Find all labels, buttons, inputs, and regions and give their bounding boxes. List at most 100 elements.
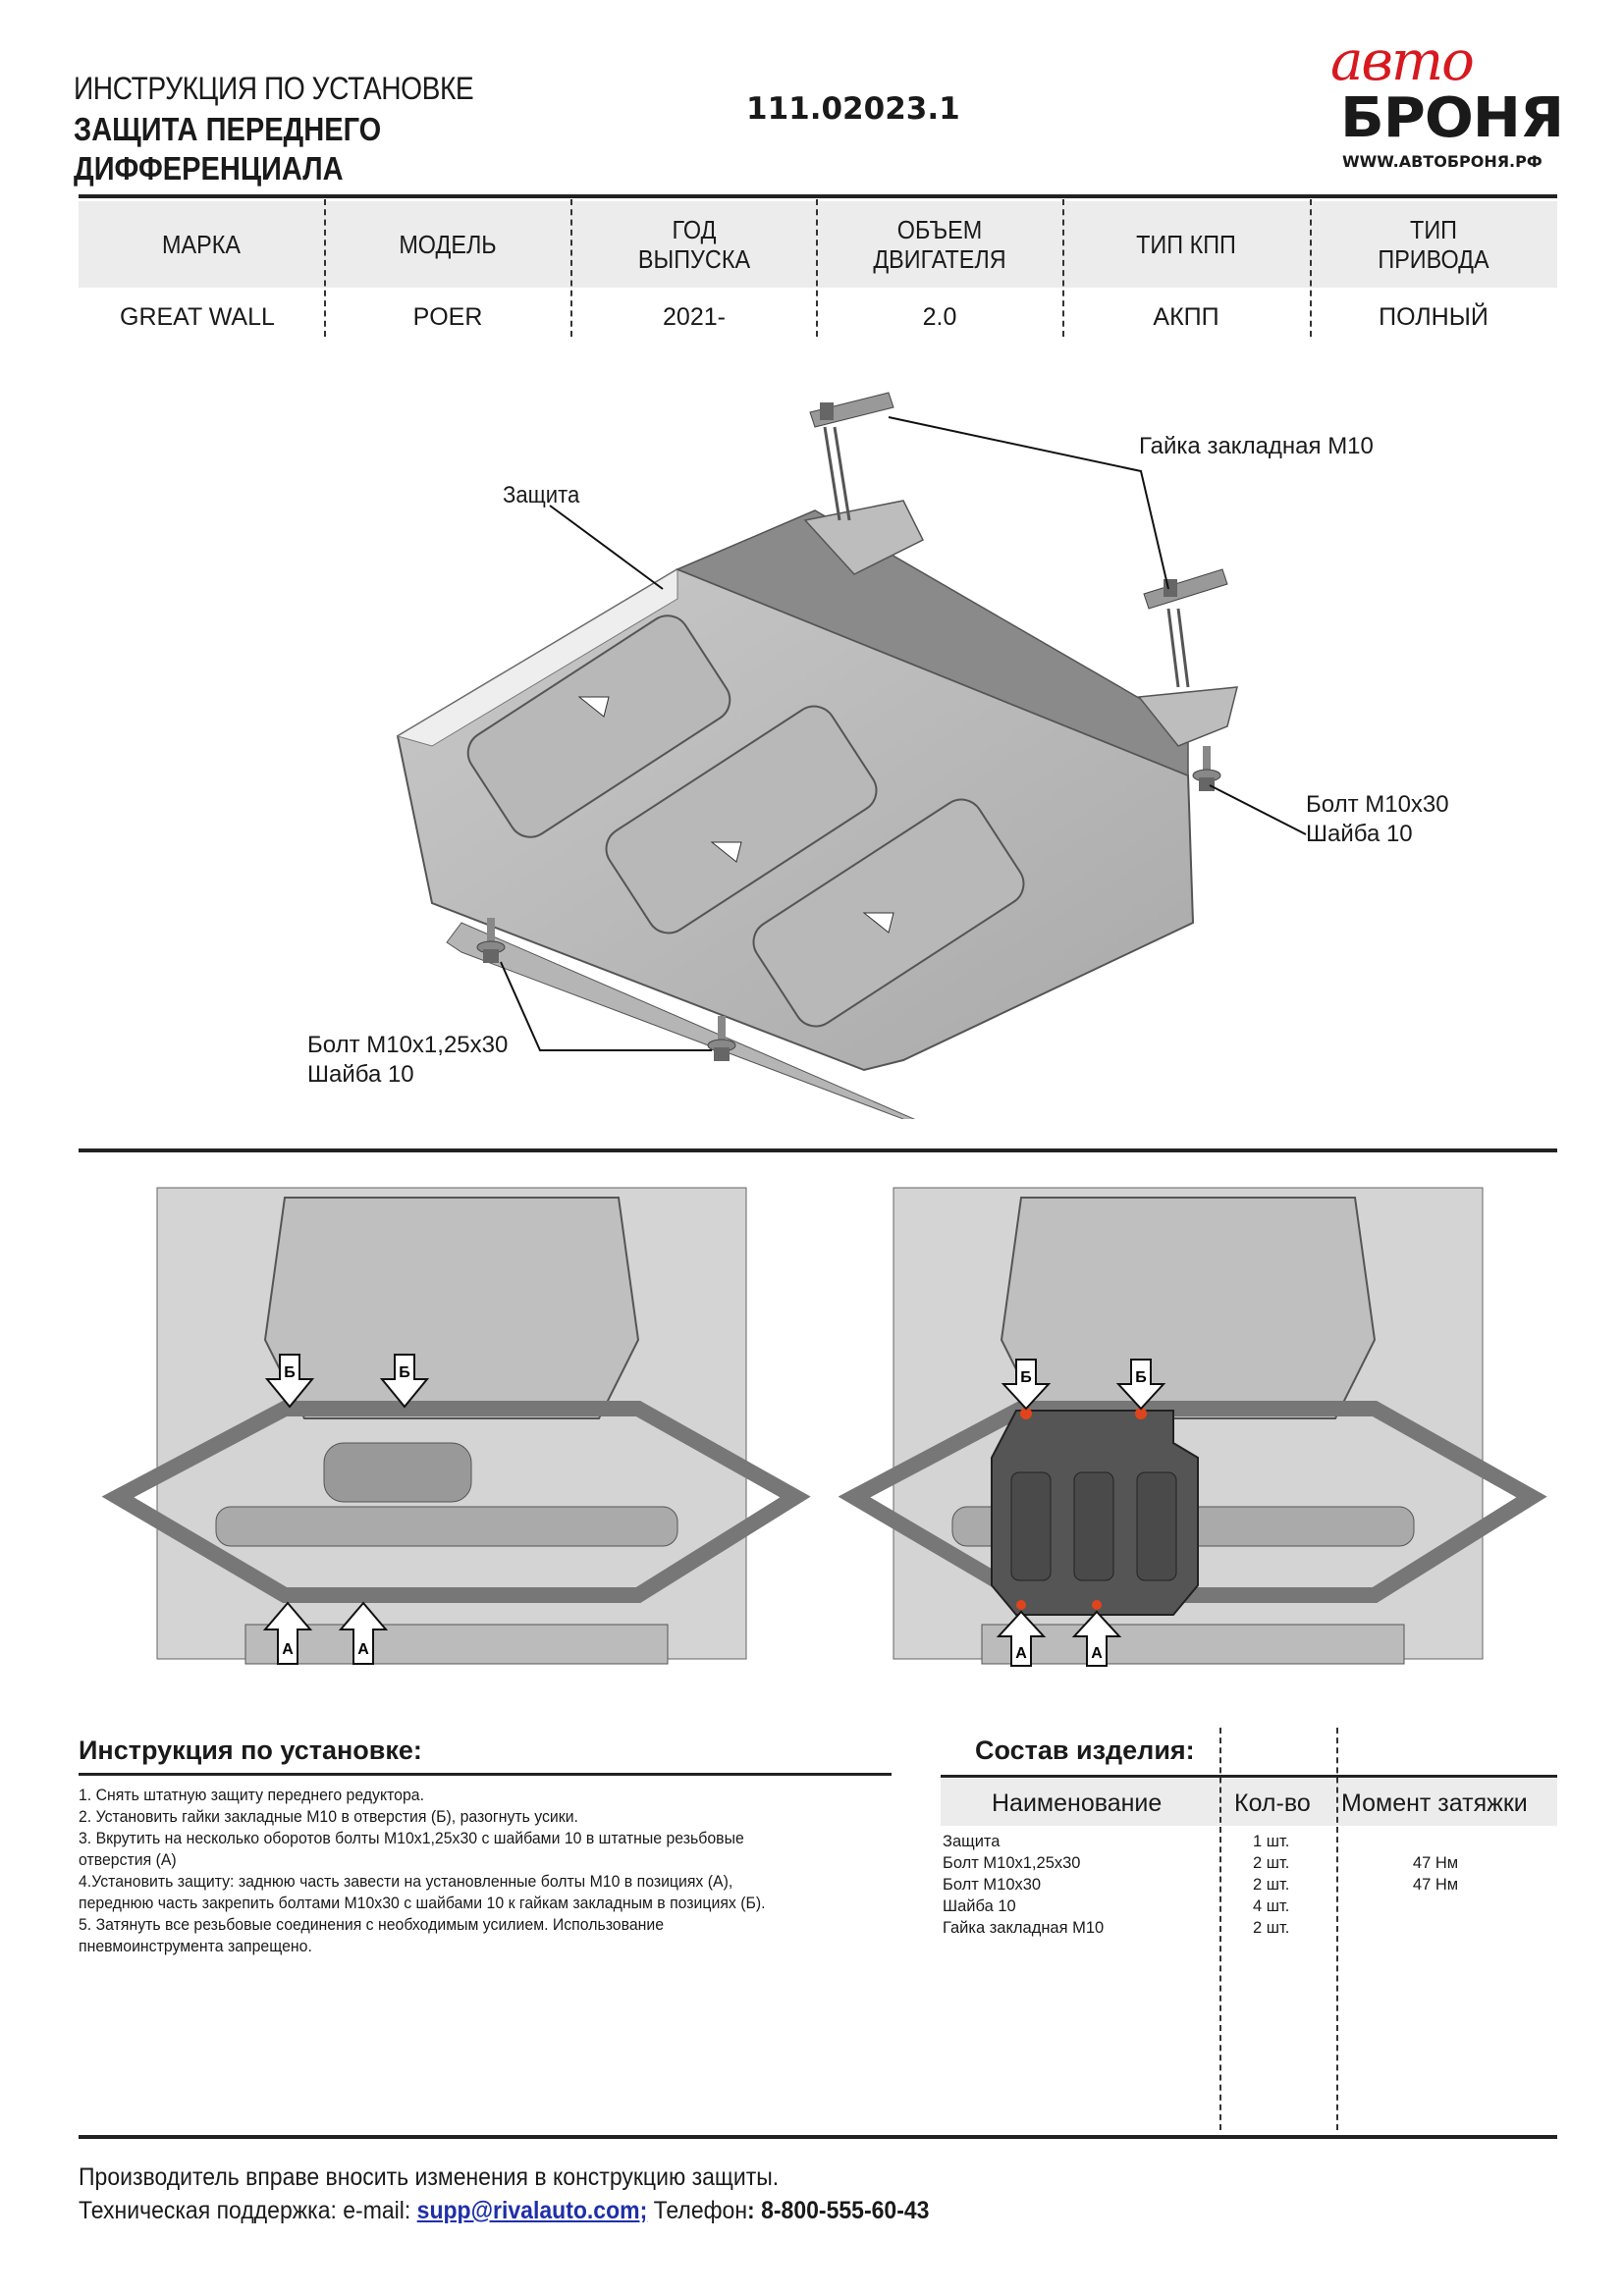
instructions-divider xyxy=(79,1773,892,1776)
composition-row-torque xyxy=(1406,1831,1465,1852)
instruction-step: 1. Снять штатную защиту переднего редукт… xyxy=(79,1787,424,1804)
embedded-nut-2 xyxy=(1143,568,1228,688)
leader-lines xyxy=(500,416,1307,1051)
composition-row-qty: 2 шт. xyxy=(1253,1919,1290,1937)
composition-row-qty: 2 шт. xyxy=(1253,1854,1290,1872)
composition-row-name: Шайба 10 xyxy=(943,1897,1016,1915)
marker-b-left: Б xyxy=(1001,1359,1052,1411)
composition-row-name: Болт М10х30 xyxy=(943,1876,1042,1894)
pocket-left xyxy=(466,614,731,838)
exploded-assembly-diagram xyxy=(396,392,1307,1119)
instruction-step: 5. Затянуть все резьбовые соединения с н… xyxy=(79,1916,665,1955)
marker-a-left: А xyxy=(262,1601,313,1665)
composition-divider-col xyxy=(1336,1728,1338,2130)
composition-qtys: 1 шт. 2 шт. 2 шт. 4 шт. 2 шт. xyxy=(1253,1831,1289,1939)
footer-divider xyxy=(79,2135,1557,2139)
composition-header-torque: Момент затяжки xyxy=(1341,1789,1528,1817)
support-label: Техническая поддержка: e-mail: xyxy=(79,2197,417,2224)
spec-header-brand: МАРКА xyxy=(162,230,241,259)
instructions-title: Инструкция по установке: xyxy=(79,1735,422,1765)
bolt-front xyxy=(1192,746,1221,791)
marker-a-left: А xyxy=(996,1610,1047,1667)
spec-divider xyxy=(570,199,572,337)
instruction-step: 3. Вкрутить на несколько оборотов болты … xyxy=(79,1830,744,1869)
svg-text:Б: Б xyxy=(284,1364,296,1381)
header-divider xyxy=(79,194,1557,198)
installed-shield xyxy=(991,1410,1199,1616)
spec-value-model: POER xyxy=(412,303,483,331)
composition-header-bg xyxy=(941,1779,1557,1826)
composition-header-name: Наименование xyxy=(992,1789,1163,1817)
spec-value-drive: ПОЛНЫЙ xyxy=(1379,303,1489,331)
composition-row-torque xyxy=(1406,1896,1465,1917)
composition-row-name: Защита xyxy=(943,1833,1001,1850)
composition-row-name: Болт М10х1,25х30 xyxy=(943,1854,1081,1872)
svg-text:Б: Б xyxy=(1135,1369,1147,1386)
composition-torques: 47 Нм 47 Нм xyxy=(1406,1831,1465,1939)
marker-a-right: А xyxy=(1071,1610,1122,1667)
composition-row-name: Гайка закладная М10 xyxy=(943,1919,1105,1937)
section-divider xyxy=(79,1148,1557,1152)
svg-text:А: А xyxy=(1091,1645,1103,1662)
bolt-rear-2 xyxy=(707,1016,736,1061)
marker-a-right: А xyxy=(338,1601,389,1665)
spec-divider xyxy=(816,199,818,337)
spec-header-model: МОДЕЛЬ xyxy=(399,230,497,259)
spec-value-engine: 2.0 xyxy=(922,303,957,331)
spec-table-values: GREAT WALL POER 2021- 2.0 АКПП ПОЛНЫЙ xyxy=(79,288,1557,347)
marker-b-left: Б xyxy=(264,1354,315,1409)
composition-row-qty: 4 шт. xyxy=(1253,1897,1290,1915)
pocket-right xyxy=(752,798,1025,1028)
photo-after-install: Б Б А А xyxy=(838,1187,1547,1667)
footer-notice: Производитель вправе вносить изменения в… xyxy=(79,2163,780,2191)
marker-b-right: Б xyxy=(1115,1359,1166,1411)
doc-number: 111.02023.1 xyxy=(746,91,960,127)
bolt-rear-1 xyxy=(476,918,506,963)
composition-row-qty: 1 шт. xyxy=(1253,1833,1290,1850)
svg-text:А: А xyxy=(1015,1645,1027,1662)
spec-divider xyxy=(1062,199,1064,337)
svg-text:А: А xyxy=(357,1641,369,1658)
svg-text:А: А xyxy=(282,1641,294,1658)
composition-row-torque: 47 Нм xyxy=(1412,1854,1459,1872)
logo-brand: БРОНЯ xyxy=(1340,86,1564,150)
doc-title-line2: ДИФФЕРЕНЦИАЛА xyxy=(74,150,344,187)
svg-text:Б: Б xyxy=(399,1364,410,1381)
photo-before-install: Б Б А А xyxy=(101,1187,811,1665)
label-embedded-nut: Гайка закладная М10 xyxy=(1139,433,1374,459)
brand-logo: авто БРОНЯ WWW.АВТОБРОНЯ.РФ xyxy=(1321,29,1576,187)
composition-header-qty: Кол-во xyxy=(1234,1789,1311,1817)
doc-title: ЗАЩИТА ПЕРЕДНЕГО ДИФФЕРЕНЦИАЛА xyxy=(74,110,381,188)
instruction-step: 2. Установить гайки закладные М10 в отве… xyxy=(79,1808,578,1826)
instructions-list: 1. Снять штатную защиту переднего редукт… xyxy=(79,1785,795,1957)
spec-header-transmission: ТИП КПП xyxy=(1136,230,1236,259)
spec-divider xyxy=(1310,199,1312,337)
logo-url: WWW.АВТОБРОНЯ.РФ xyxy=(1342,152,1543,171)
composition-divider-col xyxy=(1219,1728,1221,2130)
pocket-middle xyxy=(605,705,878,934)
composition-row-torque xyxy=(1406,1917,1465,1939)
svg-text:Б: Б xyxy=(1020,1369,1032,1386)
marker-b-right: Б xyxy=(379,1354,430,1409)
spec-value-year: 2021- xyxy=(663,303,726,331)
logo-script: авто xyxy=(1330,29,1475,93)
support-email-link[interactable]: supp@rivalauto.com; xyxy=(416,2197,648,2224)
doc-subtitle: ИНСТРУКЦИЯ ПО УСТАНОВКЕ xyxy=(74,71,474,106)
instruction-step: 4.Установить защиту: заднюю часть завест… xyxy=(79,1873,766,1912)
composition-divider xyxy=(941,1775,1557,1778)
label-shield: Защита xyxy=(503,482,580,508)
composition-row-torque: 47 Нм xyxy=(1412,1876,1459,1894)
composition-names: Защита Болт М10х1,25х30 Болт М10х30 Шайб… xyxy=(943,1831,1104,1939)
spec-value-transmission: АКПП xyxy=(1153,303,1219,331)
spec-divider xyxy=(324,199,326,337)
phone-label: Телефон xyxy=(647,2197,748,2224)
doc-title-line1: ЗАЩИТА ПЕРЕДНЕГО xyxy=(74,111,382,147)
composition-title: Состав изделия: xyxy=(975,1735,1195,1765)
spec-value-brand: GREAT WALL xyxy=(120,303,275,331)
footer-support: Техническая поддержка: e-mail: supp@riva… xyxy=(79,2197,929,2225)
